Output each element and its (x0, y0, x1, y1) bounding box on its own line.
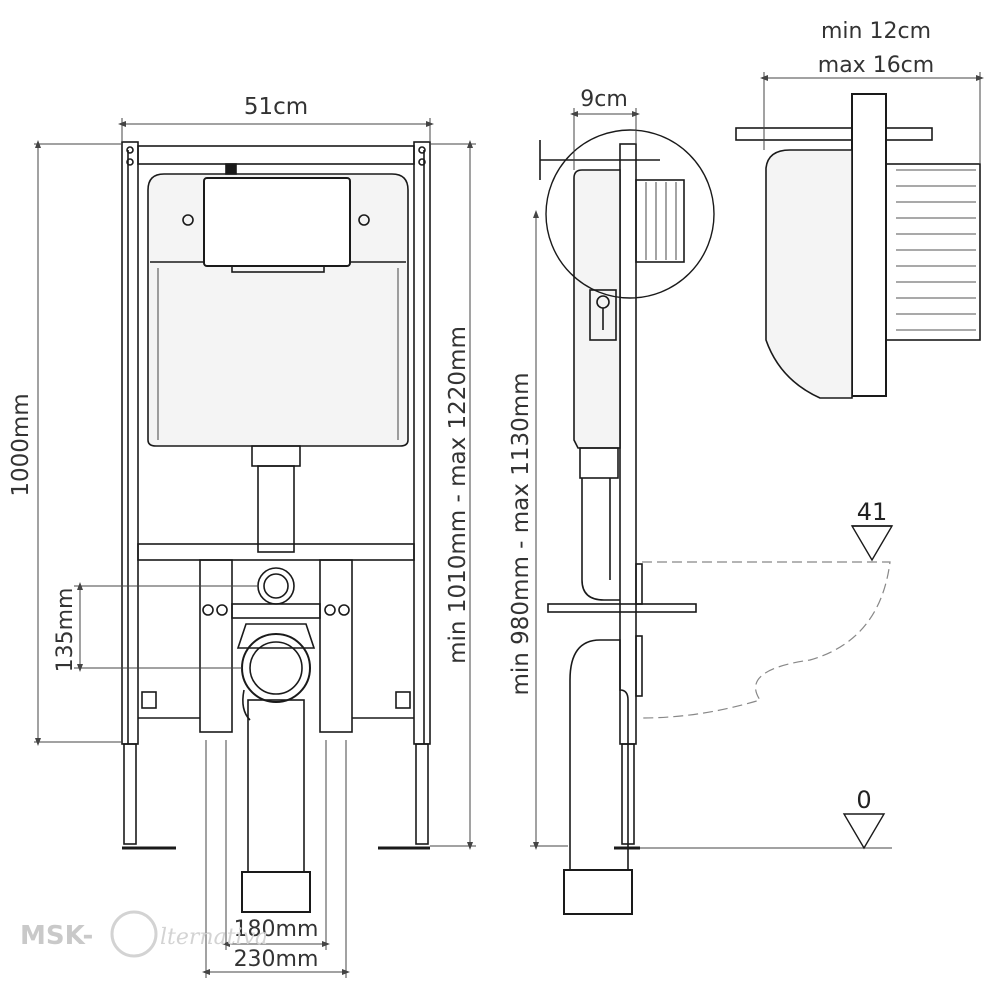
side-view (539, 129, 891, 915)
detail-depth-max-label: max 16cm (818, 53, 934, 78)
side-cistern (573, 169, 621, 449)
detail-view (735, 93, 981, 399)
left-upright (121, 141, 139, 745)
side-drain-bend (569, 639, 629, 871)
detail-cistern (765, 149, 853, 399)
drain-pipe (247, 699, 305, 873)
height-label: 1000mm (8, 393, 34, 496)
level-markers (842, 525, 894, 850)
left-leg (123, 743, 137, 845)
width-label: 51cm (244, 94, 308, 120)
leg-width-outer-label: 230mm (234, 947, 319, 972)
service-panel (203, 177, 351, 267)
leg-width-inner-label: 180mm (234, 917, 319, 942)
detail-actuator (885, 163, 981, 341)
detail-depth-min-label: min 12cm (821, 19, 931, 44)
detail-callout-circle (545, 129, 715, 299)
side-frame (619, 143, 637, 745)
outlet-spacing-label: 135mm (53, 588, 78, 673)
front-view (121, 141, 431, 913)
depth-label: 9cm (580, 87, 628, 112)
side-height-label: min 980mm - max 1130mm (508, 372, 534, 695)
at-sign-icon (110, 910, 158, 958)
total-height-label: min 1010mm - max 1220mm (445, 326, 471, 664)
detail-frame (851, 93, 887, 397)
waste-outlet (241, 633, 311, 703)
dimension-lines (34, 72, 984, 978)
watermark-brand: MSK- (20, 921, 93, 951)
watermark-suffix: lternativa (160, 925, 268, 950)
bowl-support (547, 603, 697, 613)
flush-pipe (257, 465, 295, 553)
top-rail (137, 145, 415, 165)
level-upper-label: 41 (857, 498, 888, 526)
level-triangle-ground (842, 813, 886, 850)
level-triangle-upper (850, 525, 894, 562)
right-leg (415, 743, 429, 845)
level-ground-label: 0 (856, 786, 871, 814)
wall-bowl-outline (641, 561, 891, 719)
mid-rail (137, 543, 415, 561)
watermark: MSK- lternativa (20, 910, 268, 958)
right-upright (413, 141, 431, 745)
